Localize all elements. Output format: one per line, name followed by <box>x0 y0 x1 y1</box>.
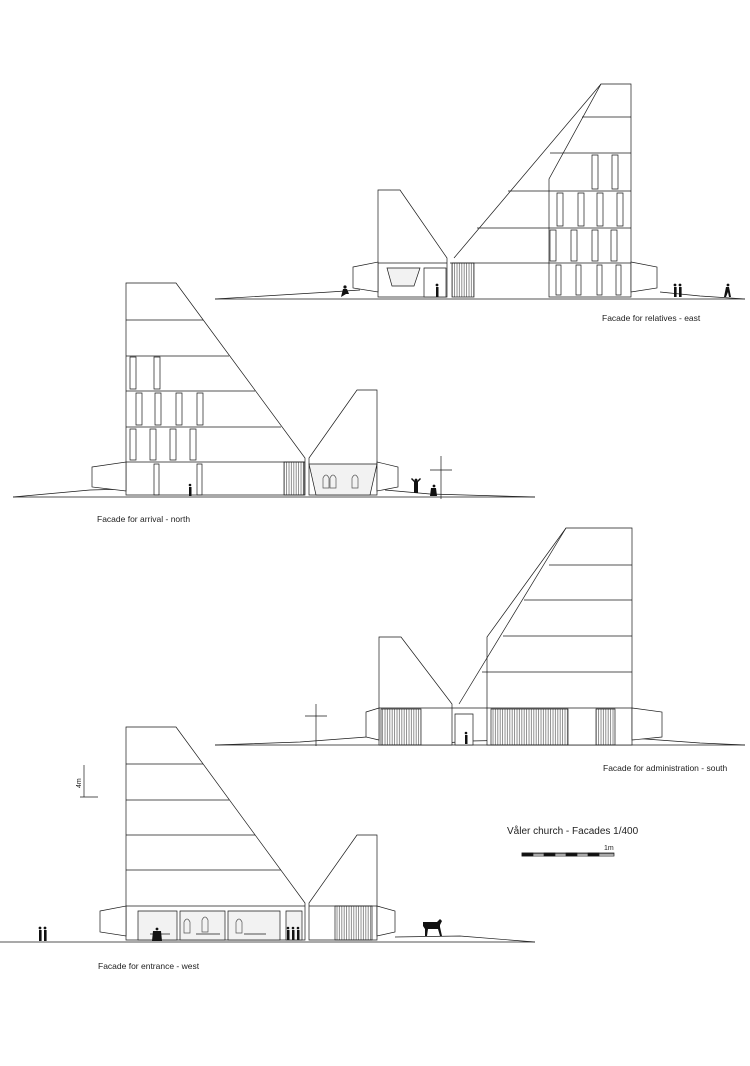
caption-north: Facade for arrival - north <box>97 514 191 524</box>
tower <box>126 283 305 495</box>
caption-south: Facade for administration - south <box>603 763 728 773</box>
height-marker-label: 4m <box>76 778 83 788</box>
facade-north <box>13 283 535 499</box>
caption-east: Facade for relatives - east <box>602 313 701 323</box>
drawing-title: Våler church - Facades 1/400 <box>507 826 639 837</box>
facade-east <box>215 84 745 299</box>
people-east <box>341 283 731 297</box>
tower-windows <box>130 357 203 495</box>
horse-figure <box>423 919 442 936</box>
people-north <box>188 478 437 496</box>
people-south <box>464 731 468 744</box>
height-marker <box>80 765 98 797</box>
facade-west <box>0 727 535 942</box>
facade-south <box>215 528 745 746</box>
scale-bar <box>522 853 614 856</box>
tower <box>549 84 631 297</box>
scale-bar-label: 1m <box>604 845 614 852</box>
tower-windows <box>550 155 623 295</box>
people-west <box>38 919 442 941</box>
caption-west: Facade for entrance - west <box>98 961 200 971</box>
tower <box>126 727 305 940</box>
